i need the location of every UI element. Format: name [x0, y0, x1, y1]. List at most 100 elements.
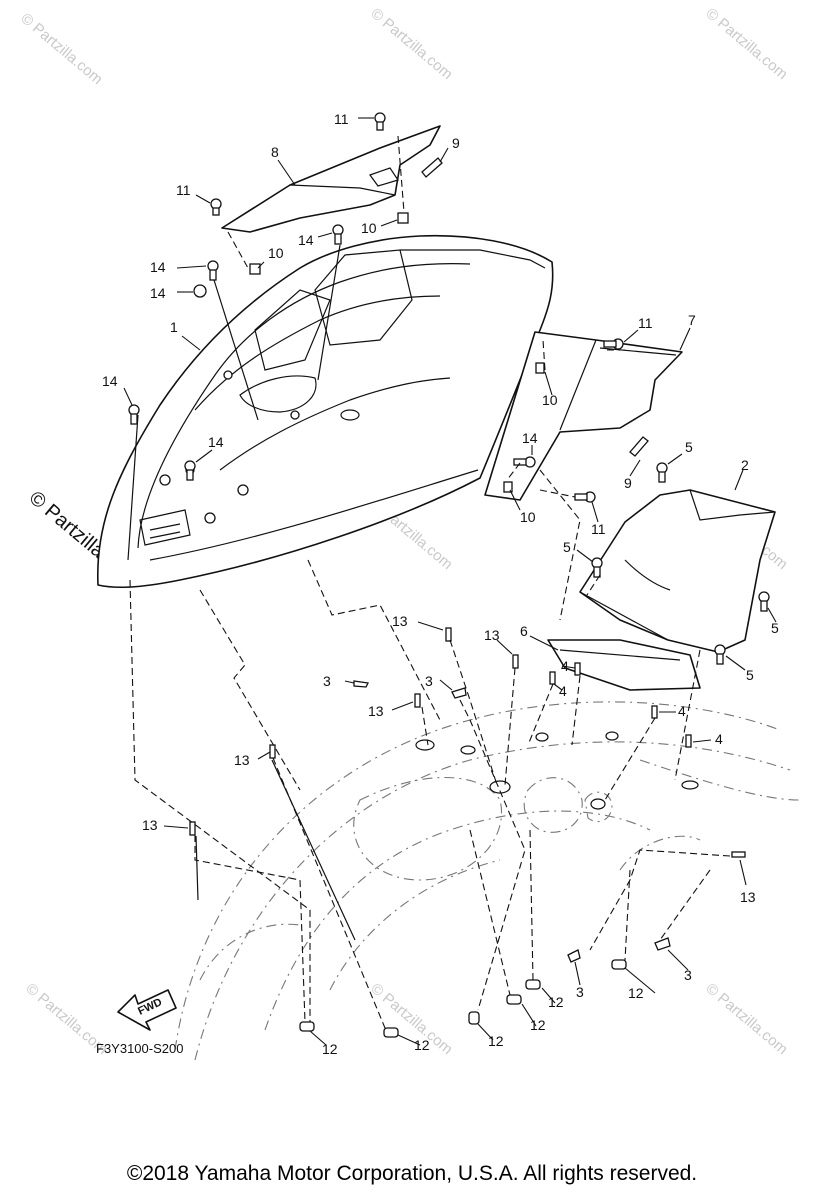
nut-10-icon: [397, 212, 409, 224]
callout-14: 14: [522, 430, 538, 446]
callout-5: 5: [746, 667, 754, 683]
bolt-14-icon: [332, 224, 344, 245]
part-1-main-cover: [96, 234, 554, 589]
screw-4-icon: [574, 662, 581, 676]
callout-labels: 11 8 9 11 10 14 10 14 14 1 11 7 10 14 14…: [102, 111, 779, 1057]
clip-3-icon: [654, 937, 671, 951]
diagram-code: F3Y3100-S200: [96, 1041, 183, 1056]
pin-9-icon: [629, 436, 649, 457]
bolt-5-icon: [714, 644, 726, 665]
clip-12-icon: [383, 1027, 399, 1038]
nut-10-icon: [503, 481, 513, 493]
bolt-5-icon: [656, 462, 668, 483]
callout-5: 5: [563, 539, 571, 555]
bolt-11-icon: [210, 198, 222, 216]
deck-holes: [415, 731, 699, 810]
nut-10-icon: [249, 263, 261, 275]
fasteners: [128, 112, 770, 1038]
clip-3-icon: [567, 949, 581, 963]
callout-11: 11: [638, 315, 653, 331]
callout-10: 10: [542, 392, 558, 408]
clip-3-icon: [451, 687, 467, 699]
callout-14: 14: [298, 232, 314, 248]
watermark: © Partzilla.com: [367, 5, 455, 83]
watermark: © Partzilla.com: [702, 5, 790, 83]
rivet-13-icon: [189, 821, 196, 836]
screw-4-icon: [651, 705, 658, 719]
bolt-14-icon: [207, 260, 219, 281]
callout-14: 14: [150, 285, 166, 301]
callout-3: 3: [425, 673, 433, 689]
callout-14: 14: [102, 373, 118, 389]
callout-1: 1: [170, 319, 178, 335]
rivet-13-icon: [512, 654, 519, 669]
callout-13: 13: [234, 752, 250, 768]
callout-11: 11: [176, 182, 191, 198]
clip-12-icon: [506, 994, 522, 1005]
callout-9: 9: [452, 135, 460, 151]
callout-12: 12: [548, 994, 564, 1010]
callout-11: 11: [334, 111, 349, 127]
screw-4-icon: [685, 734, 692, 748]
callout-5: 5: [685, 439, 693, 455]
callout-12: 12: [322, 1041, 338, 1057]
callout-13: 13: [392, 613, 408, 629]
callout-11: 11: [591, 521, 606, 537]
callout-13: 13: [142, 817, 158, 833]
callout-4: 4: [678, 703, 686, 719]
callout-14: 14: [150, 259, 166, 275]
callout-3: 3: [684, 967, 692, 983]
callout-6: 6: [520, 623, 528, 639]
callout-4: 4: [715, 731, 723, 747]
callout-9: 9: [624, 475, 632, 491]
fwd-arrow-icon: FWD: [117, 989, 177, 1031]
clip-12-icon: [468, 1011, 480, 1025]
callout-10: 10: [520, 509, 536, 525]
bolt-14-icon: [193, 284, 207, 298]
copyright-notice: ©2018 Yamaha Motor Corporation, U.S.A. A…: [126, 1162, 698, 1185]
clip-12-icon: [611, 959, 627, 970]
clip-12-icon: [299, 1021, 315, 1032]
callout-3: 3: [323, 673, 331, 689]
rivet-13-icon: [414, 693, 421, 708]
callout-7: 7: [688, 312, 696, 328]
alignment-lines: [129, 135, 731, 1029]
clip-3-icon: [353, 680, 369, 688]
watermark: © Partzilla.com: [17, 10, 105, 88]
part-7-side-panel: [484, 331, 683, 501]
callout-14: 14: [208, 434, 224, 450]
callout-10: 10: [361, 220, 377, 236]
callout-12: 12: [414, 1037, 430, 1053]
part-8-top-cover: [221, 125, 441, 233]
callout-2: 2: [741, 457, 749, 473]
part-2-inner-panel: [579, 489, 776, 653]
callout-4: 4: [561, 658, 569, 674]
bolt-5-icon: [758, 591, 770, 612]
pin-9-icon: [421, 157, 443, 178]
rivet-13-icon: [445, 627, 452, 642]
bolt-14-icon: [184, 460, 196, 481]
screw-4-icon: [549, 671, 556, 685]
bolt-11-icon: [574, 491, 596, 503]
callout-13: 13: [484, 627, 500, 643]
bolt-14-icon: [513, 456, 536, 468]
shafts: [127, 244, 356, 941]
part-6-mat: [547, 639, 701, 691]
callout-8: 8: [271, 144, 279, 160]
leader-lines: [123, 117, 777, 1046]
rivet-13-icon: [269, 744, 276, 759]
callout-4: 4: [559, 683, 567, 699]
clip-12-icon: [525, 979, 541, 990]
callout-3: 3: [576, 984, 584, 1000]
hull-ghost-outline: [174, 701, 801, 1061]
callout-13: 13: [368, 703, 384, 719]
watermark: © Partzilla.com: [702, 980, 790, 1058]
callout-5: 5: [771, 620, 779, 636]
watermark: © Partzilla.com: [367, 980, 455, 1058]
callout-13: 13: [740, 889, 756, 905]
rivet-13-icon: [731, 851, 746, 858]
bolt-11-icon: [374, 112, 386, 131]
bolt-5-icon: [591, 557, 603, 578]
callout-12: 12: [628, 985, 644, 1001]
